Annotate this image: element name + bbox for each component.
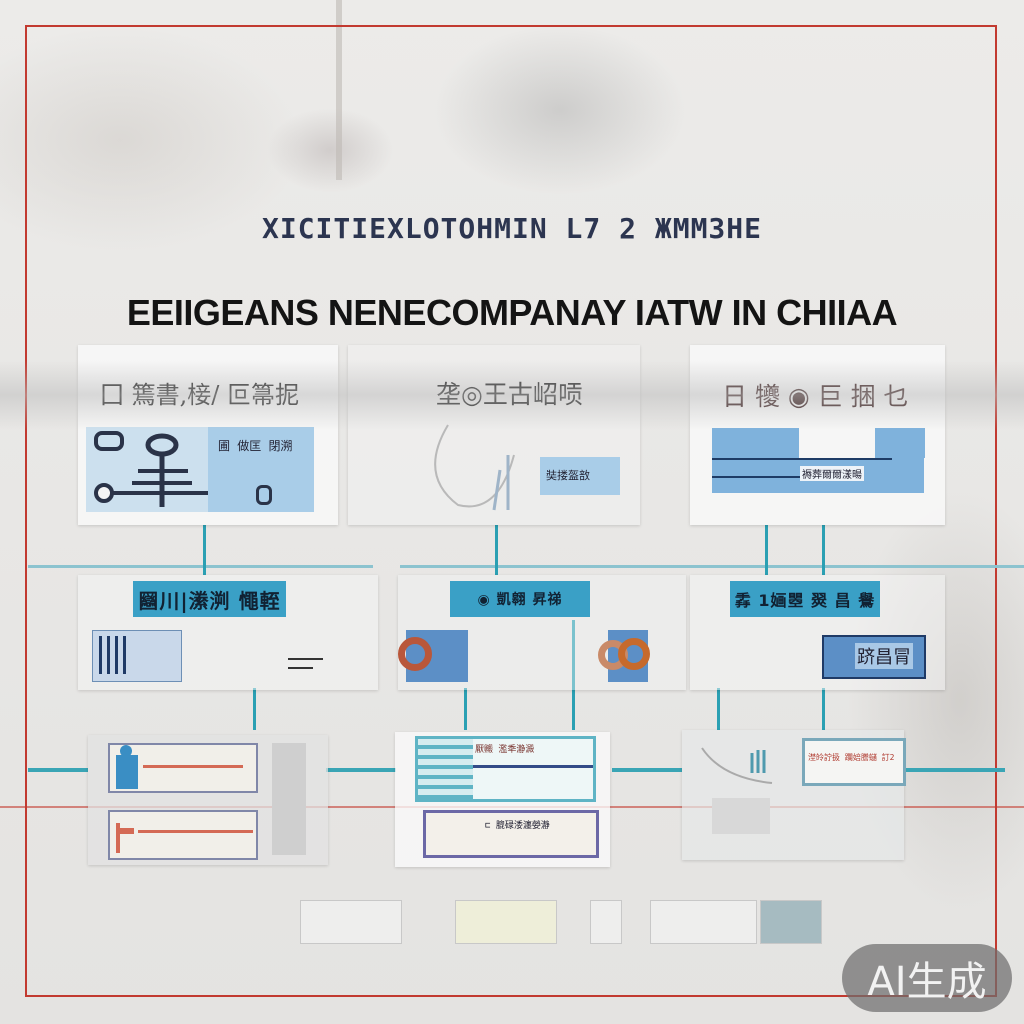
section-badge[interactable]: ◉ 凱翱 昇祶 (450, 581, 590, 617)
connector-line (572, 620, 575, 730)
outer-frame (25, 25, 997, 997)
connector-line (28, 768, 88, 772)
timeline-icon (434, 424, 515, 511)
form-label: 厭毈 濫秊瀞澱 (475, 745, 535, 755)
connector-line (822, 688, 825, 730)
card-profile[interactable]: 掱 1婳瞾 翜 昌 鸒 跻昌冐 (690, 575, 945, 690)
person-icon (116, 745, 138, 853)
connector-line (650, 565, 1024, 568)
bottom-tile (590, 900, 622, 944)
ring-chart-icon (398, 637, 432, 671)
hand-label: 漜皊詝扱 躝婄謄蠩 訂2 (808, 753, 895, 762)
background-pole (336, 0, 342, 180)
bottom-tile (300, 900, 402, 944)
connector-line (495, 525, 498, 575)
card-label: 褥葬爾爾漾暘 (800, 466, 864, 481)
card-grid-table[interactable]: 圝川|潫㴊 憴輊 (78, 575, 378, 690)
form-icon (415, 736, 596, 802)
bottom-tile (455, 900, 557, 944)
section-badge[interactable]: 掱 1婳瞾 翜 昌 鸒 (730, 581, 880, 617)
connector-line (28, 565, 373, 568)
bottom-tile (760, 900, 822, 944)
card-label: 奘搂盔敨 (546, 469, 590, 482)
bottom-tile (650, 900, 757, 944)
connector-line (464, 688, 467, 730)
card-sublabel: 跻昌冐 (855, 643, 913, 669)
connector-line (400, 565, 650, 568)
connector-line (905, 768, 1005, 772)
connector-line (326, 768, 396, 772)
section-badge[interactable]: 圝川|潫㴊 憴輊 (133, 581, 286, 617)
card-person[interactable] (88, 735, 328, 865)
flowchart-icon (712, 428, 774, 493)
connector-line (253, 688, 256, 730)
title-line-1: XICITIEXLOTOHMIN L7 2 ЖММЗНЕ (261, 212, 762, 245)
card-form[interactable]: 厭毈 濫秊瀞澱 ⊏ 膍碌涹瀍嫈瀞 (395, 732, 610, 867)
card-hand[interactable]: 漜皊詝扱 躝婄謄蠩 訂2 (682, 730, 906, 860)
card-ring-chart[interactable]: ◉ 凱翱 昇祶 (398, 575, 686, 690)
form-sublabel: ⊏ 膍碌涹瀍嫈瀞 (485, 821, 550, 831)
connector-line (203, 525, 206, 575)
haze-band (0, 360, 1024, 430)
grid-table-icon (92, 630, 182, 682)
connector-line (822, 525, 825, 575)
connector-line (612, 768, 682, 772)
hand-icon (701, 747, 773, 784)
connector-line (765, 525, 768, 575)
ai-generated-watermark: AI生成 (842, 944, 1012, 1012)
connector-line (717, 688, 720, 730)
organization-tree-icon (94, 431, 208, 507)
person-panel (108, 810, 258, 860)
title-line-2: EEIIGEANS NENECOMPANAY IATW IN CHIIAA (126, 292, 898, 333)
card-label: 圃 做匡 閉溯 (218, 439, 293, 453)
